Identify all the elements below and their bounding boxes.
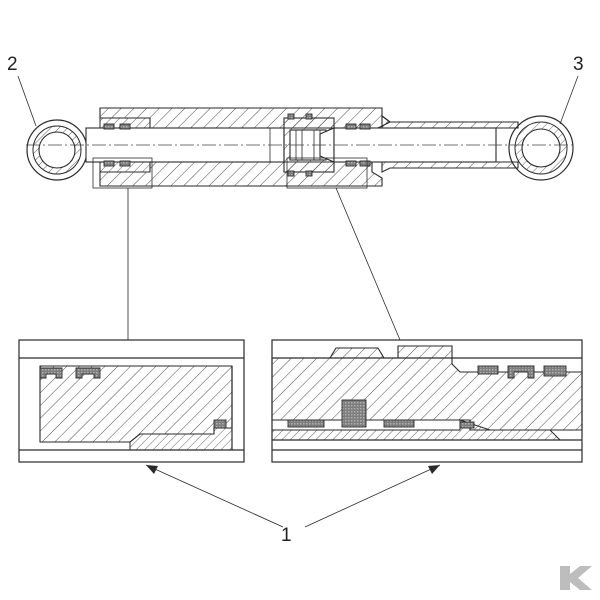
callout-label-3: 3 xyxy=(573,54,584,75)
leader-3 xyxy=(559,75,579,125)
seals-main xyxy=(103,113,371,177)
detail-view-left xyxy=(18,339,245,463)
detail-box-right xyxy=(286,157,368,189)
rod-eye xyxy=(26,119,88,181)
detail-view-right xyxy=(271,339,583,463)
callout-label-1: 1 xyxy=(281,525,292,546)
callout-arrows xyxy=(145,464,441,528)
cylinder-assembly xyxy=(26,107,574,189)
detail-box-left xyxy=(92,157,153,189)
leader-detail-right xyxy=(335,187,401,341)
k-logo-icon xyxy=(560,566,592,590)
callout-label-2: 2 xyxy=(7,54,18,75)
leader-2 xyxy=(17,75,37,127)
cylinder-eye xyxy=(508,115,574,181)
